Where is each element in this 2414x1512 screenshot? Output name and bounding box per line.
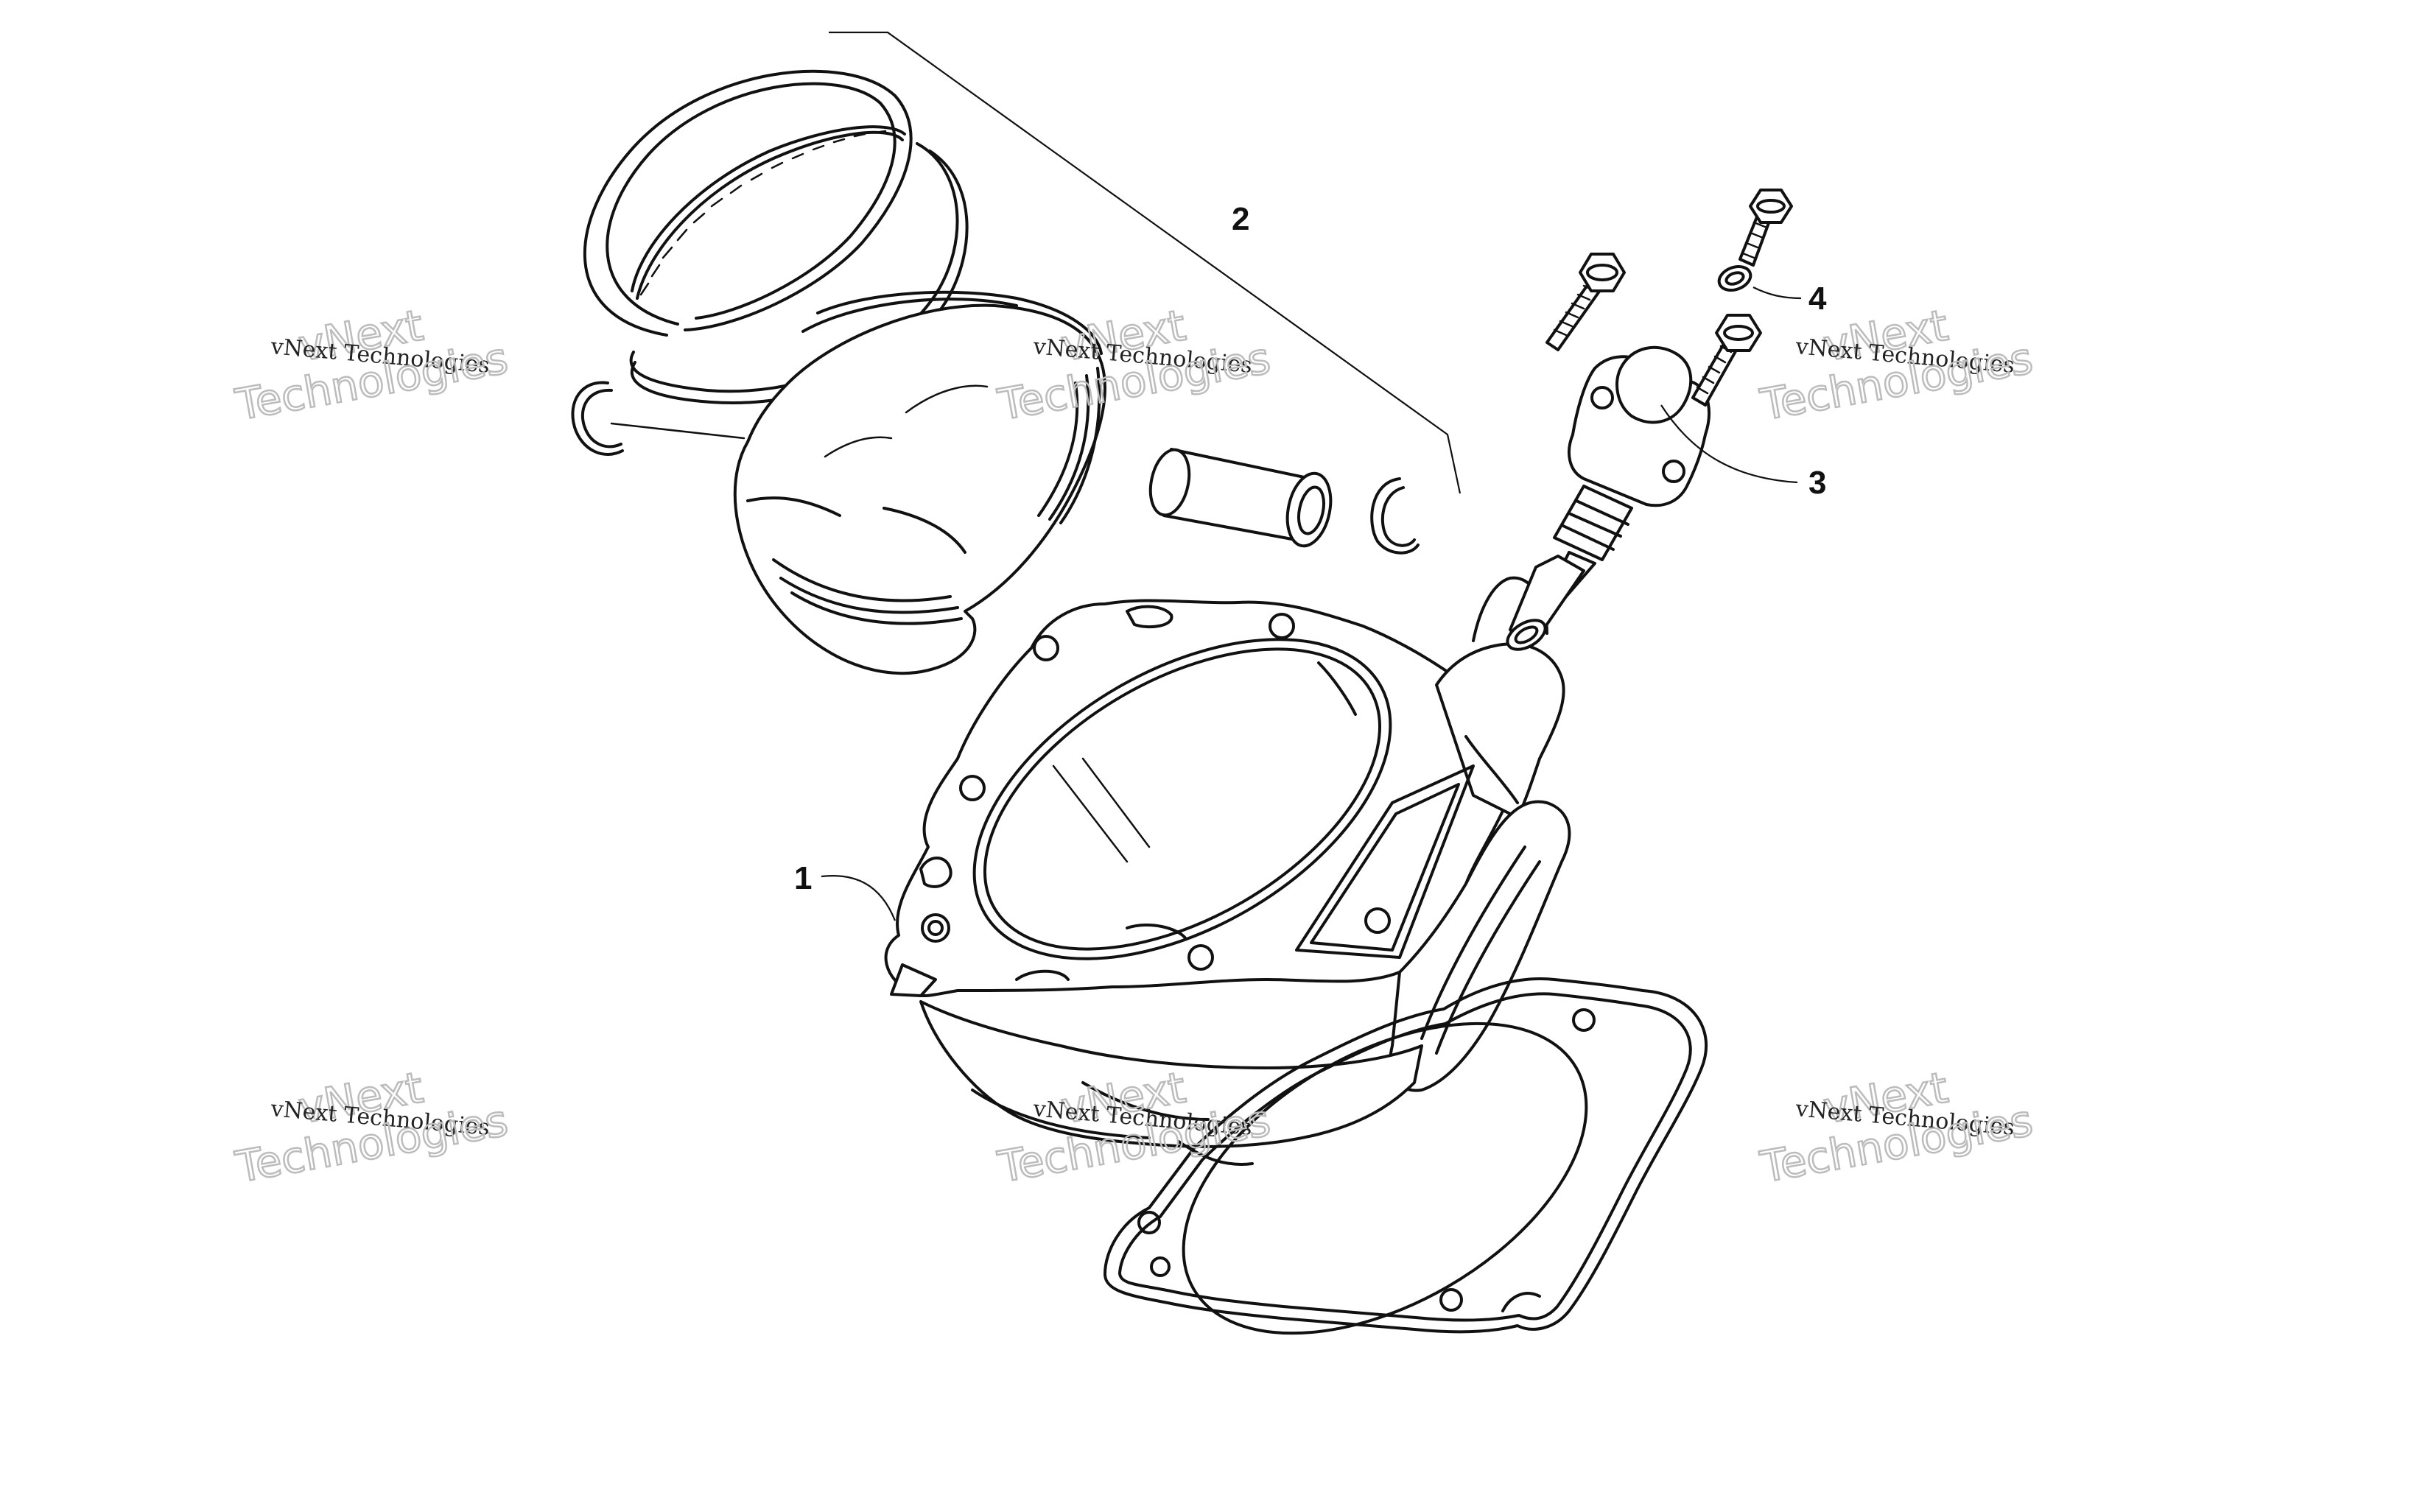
tensioner-bolt-top [1738, 189, 1793, 267]
watermark: vNext vNext Technologies Technologies [1755, 1061, 2037, 1193]
circlip-left [571, 381, 745, 456]
watermark: vNext vNext Technologies Technologies [231, 299, 512, 431]
callout-1: 1 [794, 860, 812, 896]
callout-2: 2 [1232, 201, 1249, 237]
tensioner-bolt-left [1545, 253, 1626, 351]
piston [733, 290, 1106, 675]
watermark: vNext vNext Technologies Technologies [1755, 299, 2037, 431]
tensioner-bolt-right [1691, 314, 1762, 407]
piston-kit-bracket [829, 31, 1462, 494]
callout-3: 3 [1808, 465, 1826, 501]
base-gasket [1104, 977, 1708, 1335]
wrist-pin [1148, 448, 1333, 548]
cylinder-block [884, 576, 1571, 1166]
sealing-washer [1717, 265, 1752, 292]
callout-4: 4 [1808, 281, 1827, 317]
cam-chain-tensioner [1506, 345, 1710, 651]
callout-leaders [821, 286, 1802, 921]
circlip-right [1370, 477, 1420, 555]
watermark: vNext vNext Technologies Technologies [231, 1061, 512, 1193]
